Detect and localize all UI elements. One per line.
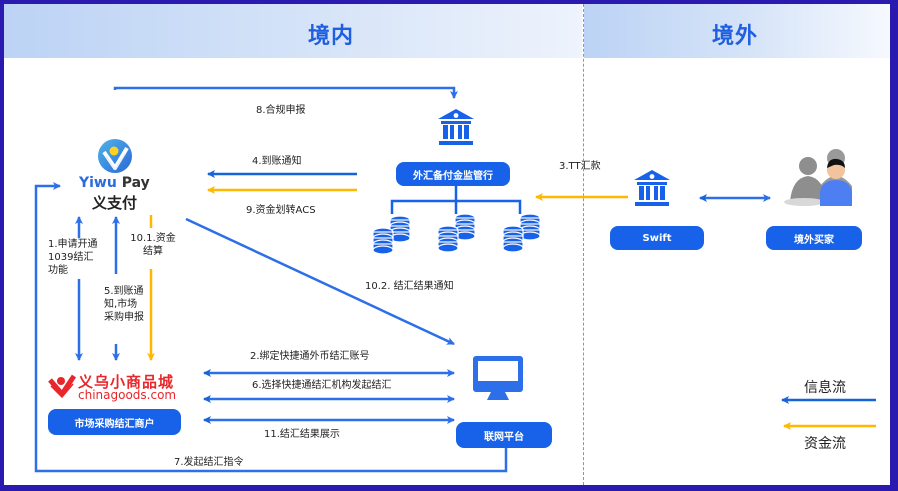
domestic-header: 境内 — [4, 4, 582, 58]
buyers-group-icon — [784, 149, 852, 206]
overseas-buyer-node: 境外买家 — [766, 226, 862, 250]
arrow-f7 — [34, 182, 508, 473]
flow-label-f8: 8.合规申报 — [256, 105, 306, 116]
chinagoods-logo-icon — [48, 374, 76, 398]
yiwupay-brand-cn: 义支付 — [92, 194, 138, 212]
domestic-title: 境内 — [308, 24, 355, 49]
legend-info-label: 信息流 — [804, 380, 846, 396]
computer-monitor-icon — [473, 356, 523, 400]
database-icon — [372, 215, 411, 255]
flow-label-f5: 5.到账通知,市场采购申报 — [104, 285, 144, 324]
bank-icon — [438, 109, 474, 145]
flow-label-f6: 6.选择快捷通结汇机构发起结汇 — [252, 380, 392, 391]
flow-label-f10-2: 10.2. 结汇结果通知 — [365, 281, 454, 292]
flow-label-f10-1: 10.1.资金结算 — [128, 232, 178, 258]
swift-bank-icon — [634, 170, 670, 206]
arrow-f8 — [113, 86, 458, 99]
regulator-bank-node: 外汇备付金监管行 — [396, 162, 510, 186]
merchant-brand-cn: 义乌小商品城 — [78, 373, 175, 391]
flow-label-f2: 2.绑定快捷通外币结汇账号 — [250, 351, 370, 362]
flow-label-f11: 11.结汇结果展示 — [264, 429, 340, 440]
bank-tree-connector — [390, 186, 522, 214]
flow-label-f9: 9.资金划转ACS — [246, 205, 316, 216]
yiwupay-brand-en-1: Yiwu — [79, 175, 117, 191]
flow-label-f7: 7.发起结汇指令 — [174, 457, 244, 468]
yiwupay-logo-icon — [98, 139, 132, 173]
yiwupay-brand-en-2: Pay — [121, 175, 150, 191]
region-divider — [583, 4, 584, 485]
diagram-canvas: 境内 境外 — [4, 4, 890, 485]
legend-fund-label: 资金流 — [804, 436, 846, 452]
database-icon — [502, 213, 541, 253]
yiwupay-brand-en: Yiwu Pay — [79, 175, 150, 191]
platform-node: 联网平台 — [456, 422, 552, 448]
overseas-title: 境外 — [712, 24, 759, 49]
flow-label-f3: 3.TT汇款 — [559, 161, 601, 172]
flow-arrows — [34, 86, 876, 473]
merchant-brand-en: chinagoods.com — [78, 388, 177, 402]
arrow-f10-2 — [185, 217, 455, 346]
merchant-node: 市场采购结汇商户 — [48, 409, 181, 435]
flow-label-f1: 1.申请开通1039结汇功能 — [48, 238, 100, 277]
database-icon — [437, 213, 476, 253]
flow-label-f4: 4.到账通知 — [252, 156, 302, 167]
overseas-header: 境外 — [584, 4, 890, 58]
swift-node: Swift — [610, 226, 704, 250]
